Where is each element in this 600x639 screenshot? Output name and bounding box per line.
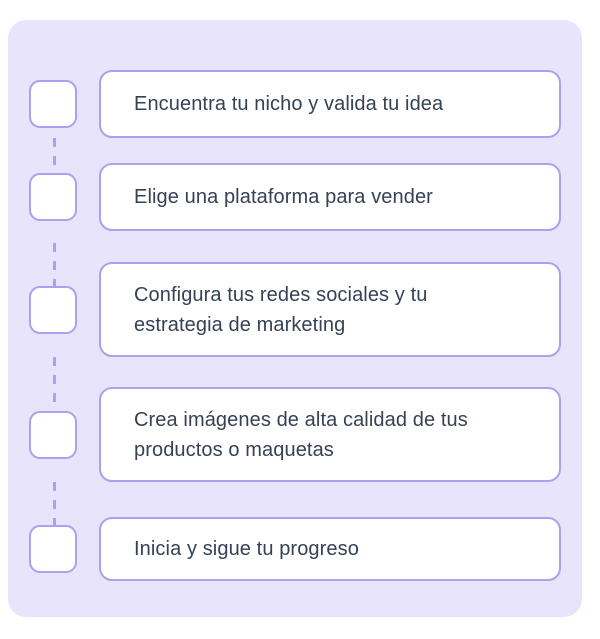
step-card-5[interactable]: Inicia y sigue tu progreso bbox=[99, 517, 561, 581]
step-checkbox-5[interactable] bbox=[29, 525, 77, 573]
step-marker-col-2 bbox=[29, 163, 77, 231]
checklist-panel: Encuentra tu nicho y valida tu idea Elig… bbox=[8, 20, 582, 617]
step-marker-col-5 bbox=[29, 517, 77, 581]
step-label-1: Encuentra tu nicho y valida tu idea bbox=[134, 93, 444, 115]
checklist-steps-container: Encuentra tu nicho y valida tu idea Elig… bbox=[8, 20, 582, 617]
step-card-2[interactable]: Elige una plataforma para vender bbox=[99, 163, 561, 231]
connector-line-4-5 bbox=[53, 482, 56, 549]
checklist-step-1: Encuentra tu nicho y valida tu idea bbox=[8, 70, 582, 138]
connector-line-2-3 bbox=[53, 243, 56, 305]
step-checkbox-1[interactable] bbox=[29, 80, 77, 128]
checklist-step-2: Elige una plataforma para vender bbox=[8, 163, 582, 231]
checklist-step-3: Configura tus redes sociales y tu estrat… bbox=[8, 262, 582, 357]
step-label-5: Inicia y sigue tu progreso bbox=[134, 538, 359, 560]
step-checkbox-3[interactable] bbox=[29, 285, 77, 334]
checklist-step-5: Inicia y sigue tu progreso bbox=[8, 517, 582, 581]
connector-line-1-2 bbox=[53, 138, 56, 195]
step-label-2: Elige una plataforma para vender bbox=[134, 186, 433, 208]
step-marker-col-1 bbox=[29, 70, 77, 138]
step-marker-col-4 bbox=[29, 387, 77, 482]
step-label-4: Crea imágenes de alta calidad de tus pro… bbox=[134, 408, 468, 461]
step-checkbox-2[interactable] bbox=[29, 173, 77, 221]
step-card-4[interactable]: Crea imágenes de alta calidad de tus pro… bbox=[99, 387, 561, 482]
step-marker-col-3 bbox=[29, 262, 77, 357]
step-label-3: Configura tus redes sociales y tu estrat… bbox=[134, 283, 428, 336]
step-card-3[interactable]: Configura tus redes sociales y tu estrat… bbox=[99, 262, 561, 357]
step-card-1[interactable]: Encuentra tu nicho y valida tu idea bbox=[99, 70, 561, 138]
checklist-step-4: Crea imágenes de alta calidad de tus pro… bbox=[8, 387, 582, 482]
connector-line-3-4 bbox=[53, 357, 56, 424]
step-checkbox-4[interactable] bbox=[29, 410, 77, 459]
